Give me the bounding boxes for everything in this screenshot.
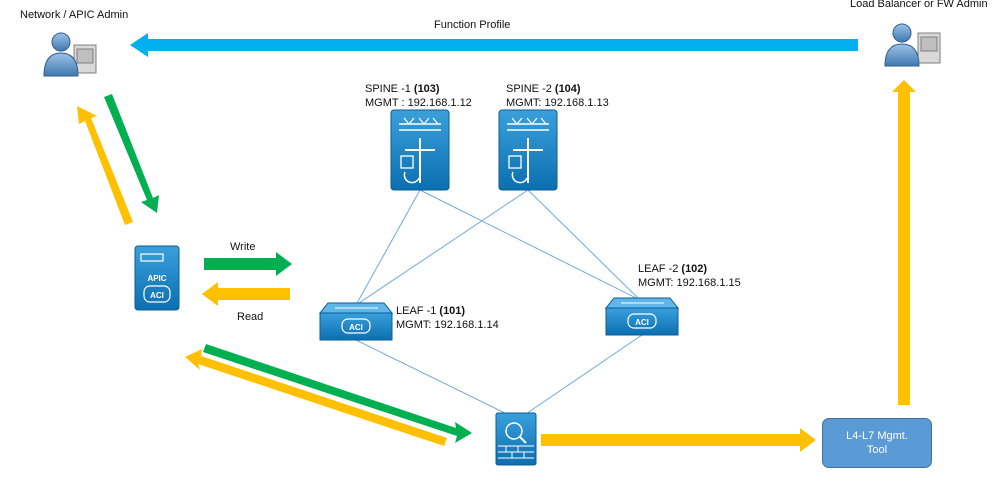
- spine2-id: (104): [554, 83, 581, 95]
- leaf1-name: LEAF -1: [396, 305, 440, 317]
- function-profile-arrow: [130, 33, 858, 57]
- link-spine1-leaf1: [355, 189, 421, 306]
- link-spine1-leaf2: [419, 189, 641, 301]
- apic-aci-label: ACI: [150, 291, 164, 300]
- spine2-label: SPINE -2 (104) MGMT: 192.168.1.13: [506, 82, 609, 110]
- firewall-to-tool-arrow: [541, 428, 816, 452]
- spine1-label: SPINE -1 (103) MGMT : 192.168.1.12: [365, 82, 472, 110]
- leaf2-switch-icon: ACI: [604, 297, 680, 336]
- leaf2-label: LEAF -2 (102) MGMT: 192.168.1.15: [638, 262, 741, 290]
- firewall-to-apic-arrow: [185, 349, 447, 446]
- spine2-mgmt: MGMT: 192.168.1.13: [506, 97, 609, 109]
- l4l7-tool-line1: L4-L7 Mgmt.: [846, 430, 908, 442]
- leaf1-id: (101): [439, 305, 466, 317]
- spine1-switch-icon: [390, 109, 450, 191]
- leaf1-mgmt: MGMT: 192.168.1.14: [396, 319, 499, 331]
- link-spine2-leaf2: [527, 189, 641, 301]
- spine1-id: (103): [413, 83, 440, 95]
- read-label: Read: [237, 311, 264, 323]
- topology-links: [355, 189, 643, 419]
- network-admin-icon: [43, 32, 97, 77]
- link-spine2-leaf1: [355, 189, 529, 306]
- l4l7-mgmt-tool-box: L4-L7 Mgmt. Tool: [822, 418, 932, 468]
- spine2-name: SPINE -2: [506, 83, 555, 95]
- link-leaf1-firewall: [355, 339, 516, 419]
- leaf2-aci-label: ACI: [635, 318, 649, 327]
- spine1-mgmt: MGMT : 192.168.1.12: [365, 97, 472, 109]
- leaf2-id: (102): [681, 263, 708, 275]
- leaf2-name: LEAF -2: [638, 263, 682, 275]
- leaf1-label: LEAF -1 (101) MGMT: 192.168.1.14: [396, 304, 499, 332]
- l4l7-tool-line2: Tool: [866, 444, 888, 456]
- leaf1-switch-icon: ACI: [318, 302, 394, 341]
- read-arrow: [202, 282, 290, 306]
- function-profile-label: Function Profile: [434, 19, 511, 31]
- firewall-icon: [495, 412, 537, 466]
- leaf1-aci-label: ACI: [349, 323, 363, 332]
- write-arrow: [204, 252, 292, 276]
- network-admin-label: Network / APIC Admin: [20, 9, 129, 21]
- lb-fw-admin-icon: [884, 23, 941, 67]
- apic-device-label: APIC: [147, 274, 166, 283]
- apic-to-firewall-arrow: [203, 344, 472, 443]
- lb-fw-admin-label: Load Balancer or FW Admin: [850, 0, 988, 10]
- admin-to-apic-arrow: [104, 94, 159, 213]
- write-label: Write: [230, 241, 256, 253]
- leaf2-mgmt: MGMT: 192.168.1.15: [638, 277, 741, 289]
- apic-appliance-icon: APIC ACI: [134, 245, 180, 311]
- spine2-switch-icon: [498, 109, 558, 191]
- apic-to-admin-arrow: [77, 106, 133, 225]
- spine1-name: SPINE -1: [365, 83, 414, 95]
- link-leaf2-firewall: [519, 334, 643, 419]
- tool-to-lb-admin-arrow: [892, 80, 916, 405]
